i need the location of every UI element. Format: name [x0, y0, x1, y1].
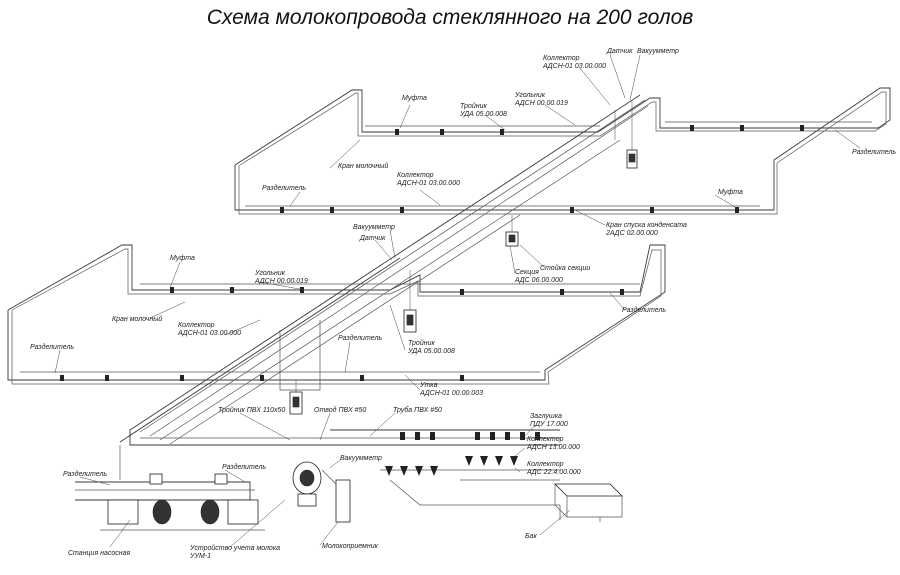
collector-bottom: [279, 320, 321, 415]
collector-upper: [614, 100, 638, 169]
label-razdelitel-station2: Разделитель: [222, 463, 266, 471]
label-troynik-low: Тройник: [408, 339, 435, 347]
label-ustroystvo-code: УУМ-1: [189, 553, 211, 560]
label-kollektor-r1: Коллектор: [527, 436, 564, 443]
label-mufta-top: Муфта: [402, 95, 427, 102]
label-kollektor-left: Коллектор: [178, 322, 215, 329]
station-pipes: [75, 429, 560, 506]
label-otvod-pvh: Отвод ПВХ #50: [314, 406, 366, 414]
label-sekciya: Секция: [515, 269, 539, 276]
label-kollektor-left-code: АДСН-01 03.00.000: [177, 330, 241, 337]
couplings: [60, 125, 804, 440]
label-zaglushka: Заглушка: [530, 413, 562, 420]
label-sekciya-code: АДС 06.00.000: [514, 277, 563, 284]
collector-middle: [505, 215, 519, 247]
label-troynik-pvh: Тройник ПВХ 110х50: [218, 406, 285, 414]
label-truba-pvh: Труба ПВХ #50: [393, 406, 442, 414]
label-datchik-mid: Датчик: [359, 235, 386, 242]
tank: [554, 483, 623, 522]
label-kollektor-r2: Коллектор: [527, 461, 564, 468]
label-kollektor-r1-code: АДСН 13.00.000: [526, 444, 580, 451]
label-razdelitel-mid: Разделитель: [262, 184, 306, 192]
label-mufta-left: Муфта: [170, 255, 195, 262]
upper-loop: [234, 87, 891, 215]
label-uglnik-left-code: АДСН 00.00.019: [254, 278, 308, 285]
label-stoyka: Стойка секции: [540, 264, 590, 272]
page-title: Схема молокопровода стеклянного на 200 г…: [206, 6, 694, 29]
label-razdelitel-station: Разделитель: [63, 470, 107, 478]
label-razdelitel-center: Разделитель: [338, 334, 382, 342]
label-molokopriemnik: Молокоприемник: [322, 543, 379, 550]
label-kollektor-mid: Коллектор: [397, 172, 434, 179]
leader-lines: [54, 54, 861, 548]
label-vakuummetr-low: Вакуумметр: [340, 455, 382, 462]
label-vakuummetr-top: Вакуумметр: [637, 48, 679, 55]
pump-station: [100, 473, 265, 531]
label-troynik-top-code: УДА 05.00.008: [459, 111, 507, 118]
label-uglnik-top-code: АДСН 00.00.019: [514, 100, 568, 107]
label-troynik-low-code: УДА 05.00.008: [407, 348, 455, 355]
milking-units: [385, 456, 518, 476]
label-vakuummetr-mid: Вакуумметр: [353, 224, 395, 231]
label-kollektor-top: Коллектор: [543, 55, 580, 62]
label-mufta-mid: Муфта: [718, 189, 743, 196]
label-kran-molochny-left: Кран молочный: [112, 315, 162, 323]
label-uglnik-top: Угольник: [514, 92, 546, 99]
collector-lower: [403, 270, 417, 333]
label-stanciya: Станция насосная: [68, 550, 131, 557]
label-ustroystvo: Устройство учета молока: [189, 544, 280, 552]
milk-receiver: [292, 461, 351, 523]
main-trunk: [119, 94, 649, 445]
label-kollektor-mid-code: АДСН-01 03.00.000: [396, 180, 460, 187]
label-zaglushka-code: ПДУ 17.000: [530, 421, 568, 428]
labels: Коллектор АДСН-01 03.00.000 Датчик Вакуу…: [30, 48, 896, 560]
label-razdelitel-left: Разделитель: [30, 343, 74, 351]
label-datchik-top: Датчик: [606, 48, 633, 55]
label-uglnik-left: Угольник: [254, 270, 286, 277]
label-kran-spuska-code: 2АДС 02.00.000: [605, 230, 658, 237]
label-kran-spuska: Кран спуска конденсата: [606, 221, 687, 229]
label-utka-code: АДСН-01 00.00.003: [419, 390, 483, 397]
label-kollektor-r2-code: АДС 22.4.00.000: [526, 469, 581, 476]
label-razdelitel-right-low: Разделитель: [622, 306, 666, 314]
label-troynik-top: Тройник: [460, 102, 487, 110]
label-utka: Утка: [419, 382, 438, 389]
label-kollektor-top-code: АДСН-01 03.00.000: [542, 63, 606, 70]
label-kran-molochny-top: Кран молочный: [338, 162, 388, 170]
label-bak: Бак: [525, 533, 537, 540]
label-razdelitel-right-top: Разделитель: [852, 148, 896, 156]
